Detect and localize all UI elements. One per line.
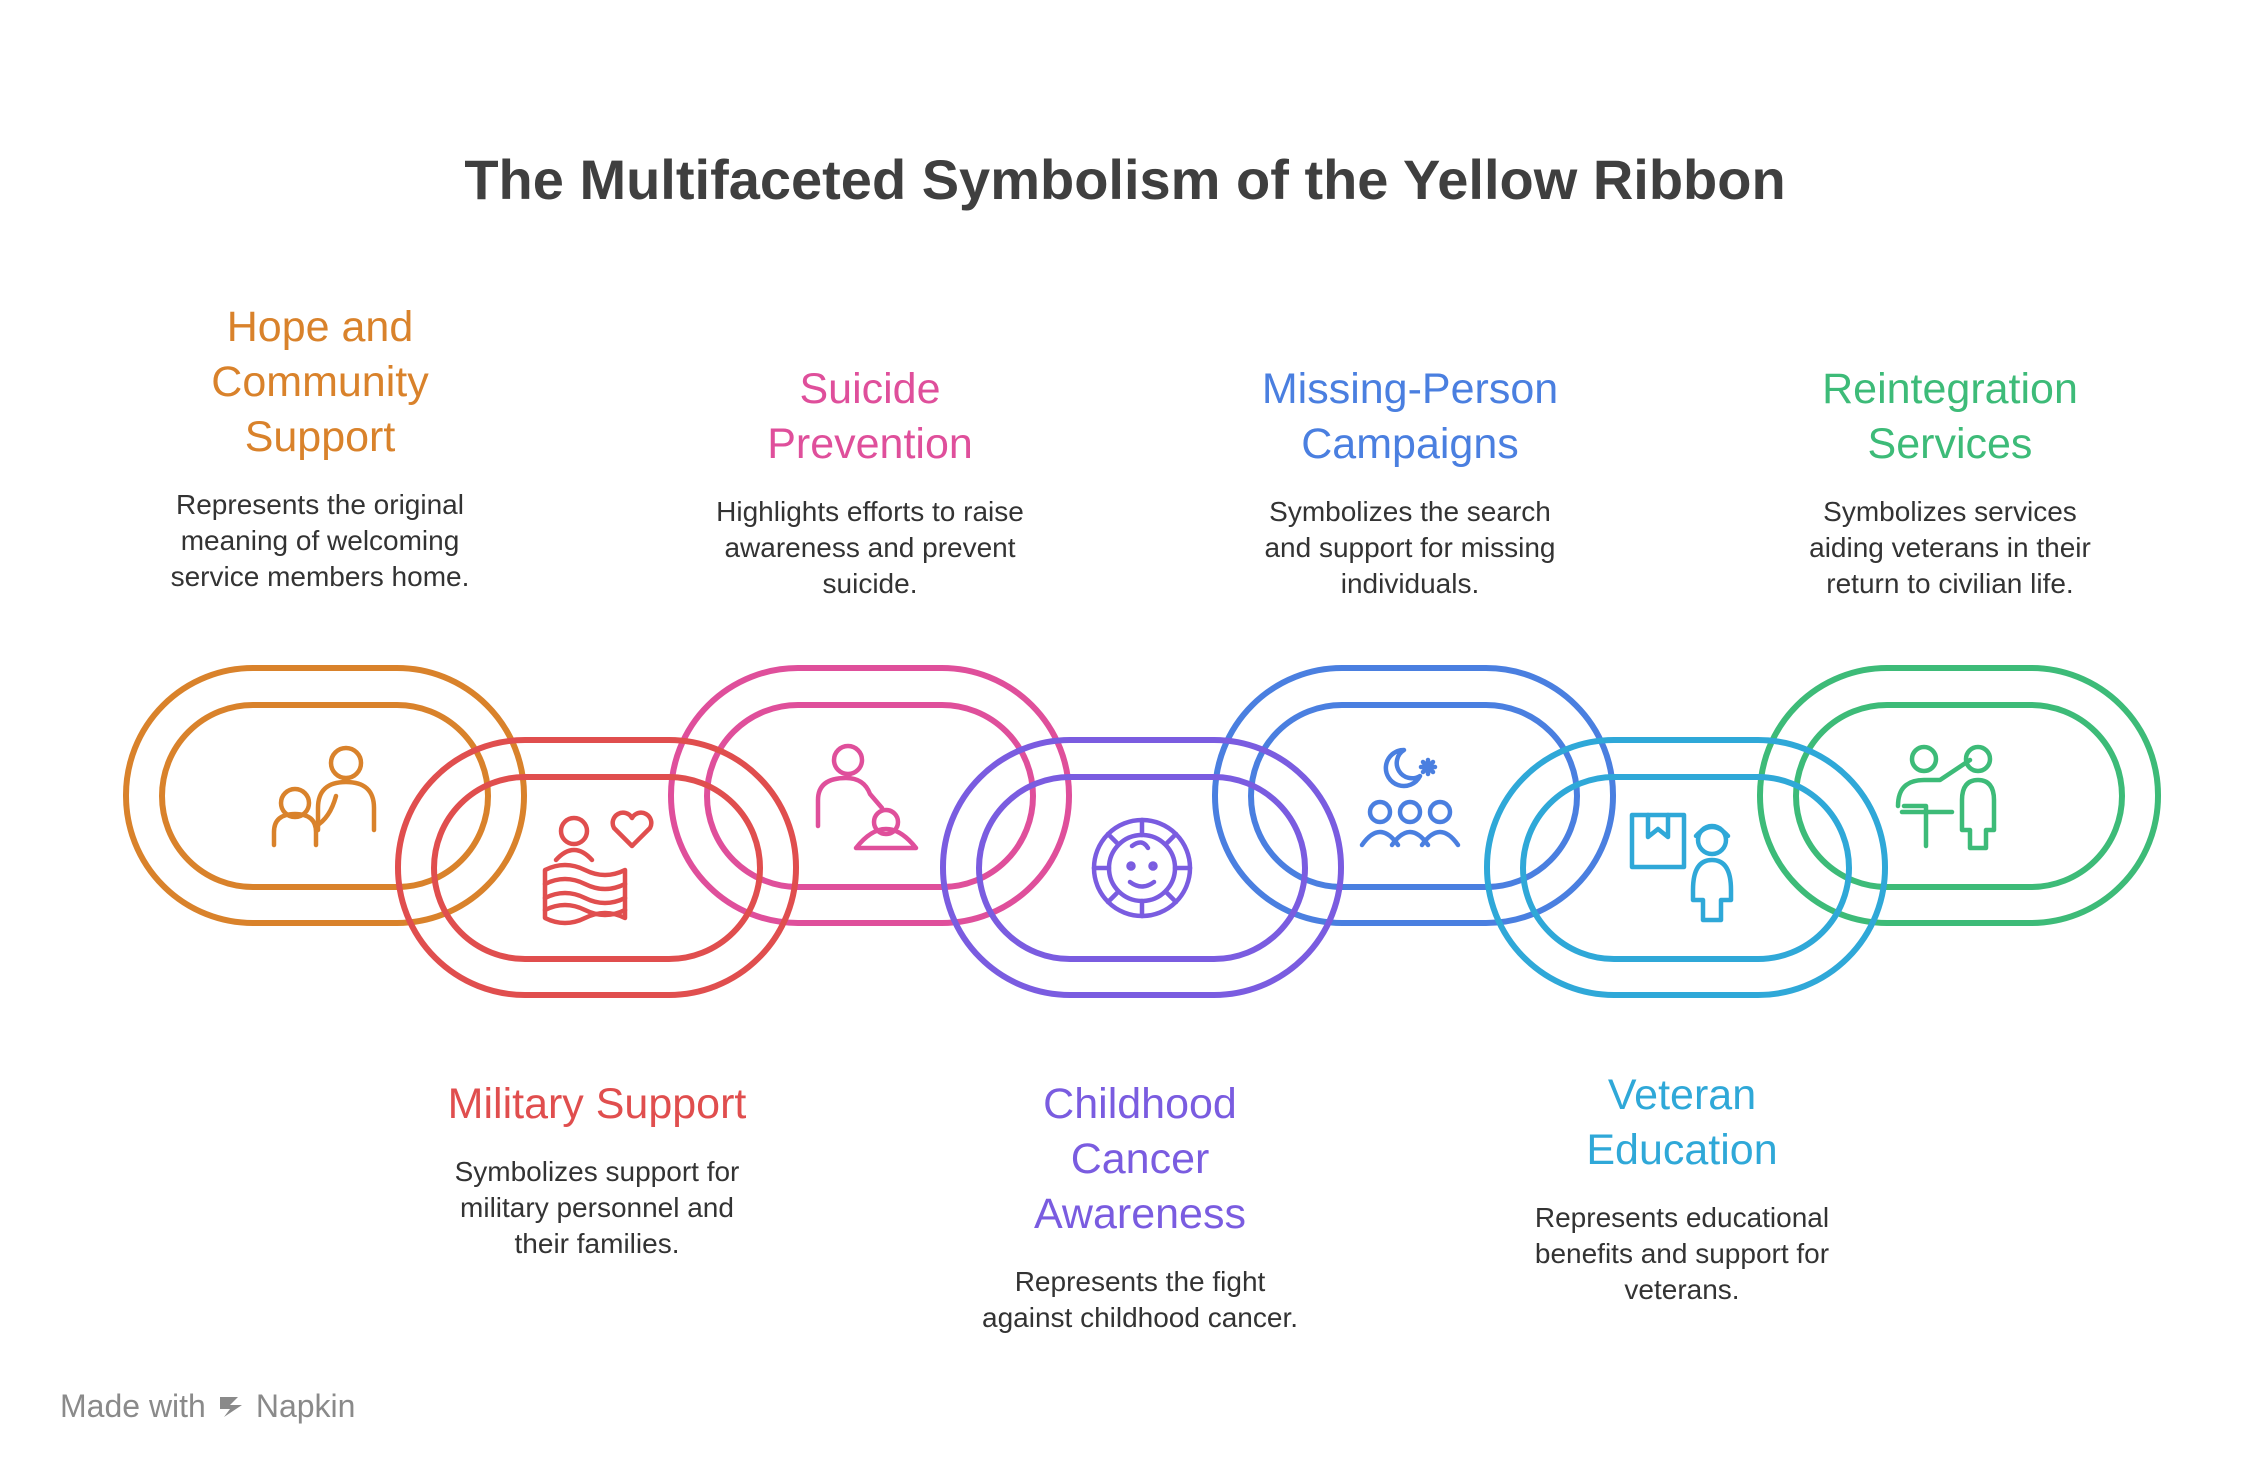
night-search-group-icon (1359, 747, 1461, 848)
item-description: Represents educational benefits and supp… (1534, 1202, 1830, 1305)
item-missing-person-campaigns: Missing-Person Campaigns Symbolizes the … (1180, 362, 1640, 602)
child-face-icon (1091, 817, 1193, 919)
made-with-napkin-footer[interactable]: Made with Napkin (60, 1386, 355, 1426)
item-reintegration-services: Reintegration Services Symbolizes servic… (1720, 362, 2180, 602)
item-heading: Veteran Education (1586, 1071, 1778, 1174)
diagram-title: The Multifaceted Symbolism of the Yellow… (464, 148, 1786, 211)
item-description: Represents the fight against childhood c… (982, 1266, 1298, 1333)
item-heading: Reintegration Services (1822, 365, 2078, 468)
link-hope (123, 665, 527, 926)
link-reintegration (1757, 665, 2161, 926)
made-with-label: Made with (60, 1387, 206, 1424)
link-military (395, 737, 799, 998)
item-description: Represents the original meaning of welco… (170, 489, 470, 592)
item-childhood-cancer-awareness: Childhood Cancer Awareness Represents th… (910, 1077, 1370, 1336)
item-description: Symbolizes the search and support for mi… (1264, 496, 1556, 599)
napkin-brand: Napkin (255, 1387, 356, 1424)
item-heading: Childhood Cancer Awareness (1034, 1080, 1246, 1238)
student-package-icon (1629, 812, 1734, 923)
item-hope-community-support: Hope and Community Support Represents th… (90, 300, 550, 595)
item-suicide-prevention: Suicide Prevention Highlights efforts to… (640, 362, 1100, 602)
link-veteran (1484, 737, 1888, 998)
link-childhood (940, 737, 1344, 998)
item-description: Symbolizes support for military personne… (454, 1156, 740, 1259)
item-heading: Military Support (447, 1080, 747, 1128)
link-missing (1212, 665, 1616, 926)
item-description: Highlights efforts to raise awareness an… (716, 496, 1024, 599)
item-heading: Hope and Community Support (211, 303, 429, 461)
item-heading: Missing-Person Campaigns (1261, 365, 1559, 468)
item-military-support: Military Support Symbolizes support for … (367, 1077, 827, 1262)
napkin-logo-icon (219, 1397, 242, 1417)
item-veteran-education: Veteran Education Represents educational… (1452, 1068, 1912, 1308)
presenter-icon (1895, 744, 1997, 851)
family-support-icon (271, 745, 377, 848)
item-heading: Suicide Prevention (767, 365, 973, 468)
item-description: Symbolizes services aiding veterans in t… (1809, 496, 2091, 599)
flag-heart-person-icon (542, 810, 654, 926)
caregiver-icon (815, 743, 919, 851)
link-suicide (668, 665, 1072, 926)
